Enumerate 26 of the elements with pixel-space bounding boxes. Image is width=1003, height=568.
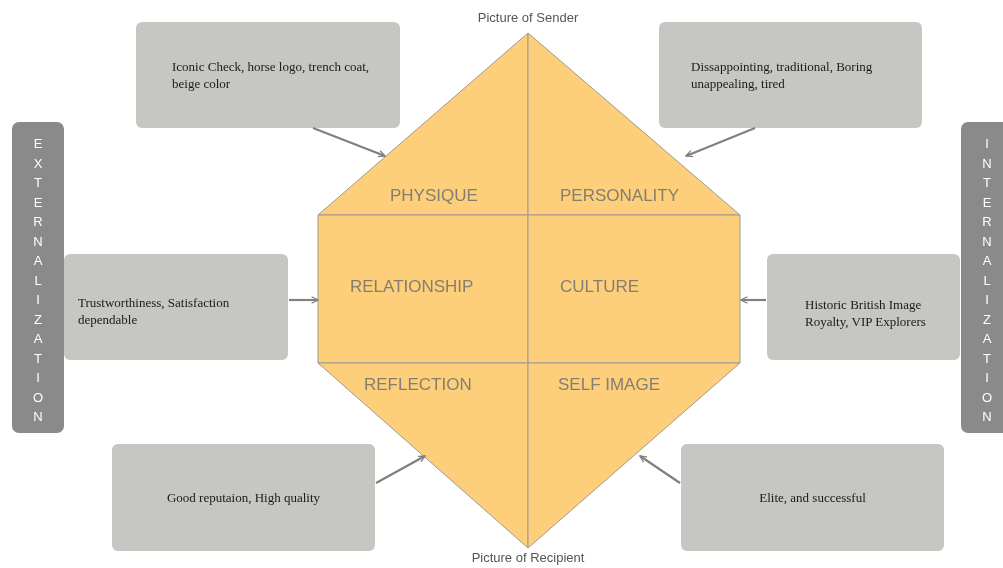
note-box: Iconic Check, horse logo, trench coat, beige color	[136, 22, 400, 128]
facet-label: REFLECTION	[364, 375, 472, 395]
facet-label: PHYSIQUE	[390, 186, 478, 206]
arrow	[289, 296, 319, 304]
facet-label: CULTURE	[560, 277, 640, 297]
note-box: Trustworthiness, Satisfaction dependable	[64, 254, 288, 360]
prism-facet	[318, 363, 528, 548]
prism-facet	[528, 215, 740, 363]
note-box: Historic British Image Royalty, VIP Explorers	[767, 254, 960, 360]
side-bar: INTERNALIZATION	[961, 122, 1003, 433]
prism-facet	[318, 215, 528, 363]
note-box: Good reputaion, High quality	[112, 444, 375, 551]
arrow	[375, 455, 426, 484]
arrow	[639, 455, 681, 484]
view-caption: Picture of Recipient	[471, 550, 585, 565]
note-box: Elite, and successful	[681, 444, 944, 551]
prism-facet	[528, 363, 740, 548]
facet-label: PERSONALITY	[560, 186, 680, 206]
note-box: Dissappointing, traditional, Boring unappealing, tired	[659, 22, 922, 128]
arrow	[685, 127, 756, 158]
arrow	[740, 296, 766, 304]
arrow	[312, 126, 386, 158]
side-bar: EXTERNALIZATION	[12, 122, 64, 433]
view-caption: Picture of Sender	[477, 10, 579, 25]
facet-label: SELF IMAGE	[558, 375, 661, 395]
facet-label: RELATIONSHIP	[350, 277, 474, 297]
